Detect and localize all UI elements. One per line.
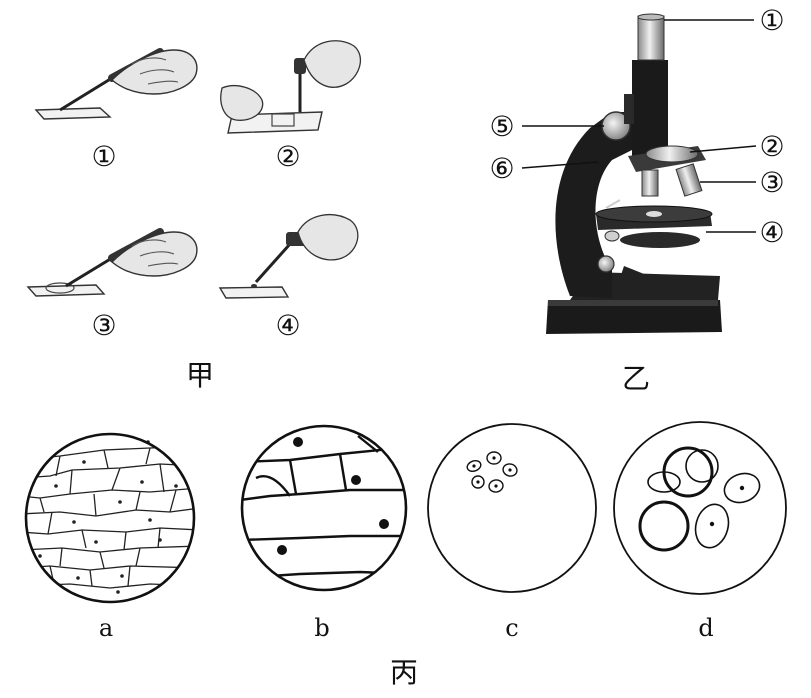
view-d [613, 421, 787, 595]
view-a [24, 432, 196, 604]
step-1-illustration [34, 48, 198, 120]
step-4-number: ④ [275, 309, 300, 342]
callout-3: ③ [759, 166, 784, 199]
panel-yi-label: 乙 [622, 362, 650, 395]
panel-bing-label: 丙 [390, 656, 418, 689]
view-b-label: b [314, 614, 329, 642]
panel-bing: a b c d 丙 [24, 421, 787, 689]
view-d-label: d [698, 614, 713, 642]
callout-5: ⑤ [489, 110, 514, 143]
callout-1: ① [759, 4, 784, 37]
callout-4: ④ [759, 216, 784, 249]
step-4-illustration [218, 214, 359, 299]
microscope-illustration [546, 13, 722, 334]
panel-jia-label: 甲 [186, 359, 214, 392]
step-2-illustration [220, 40, 362, 134]
step-1-number: ① [91, 140, 116, 173]
view-c-label: c [505, 614, 518, 642]
step-2-number: ② [275, 140, 300, 173]
view-b [240, 424, 408, 592]
callout-6: ⑥ [489, 152, 514, 185]
view-c [427, 423, 597, 593]
step-3-illustration [26, 228, 198, 297]
panel-yi: ① ② ③ ④ ⑤ ⑥ 乙 [489, 4, 784, 395]
panel-jia: ① ② ③ ④ 甲 [26, 40, 362, 392]
callout-2: ② [759, 130, 784, 163]
view-a-label: a [99, 614, 113, 642]
callout-lines [521, 19, 757, 233]
step-3-number: ③ [91, 309, 116, 342]
